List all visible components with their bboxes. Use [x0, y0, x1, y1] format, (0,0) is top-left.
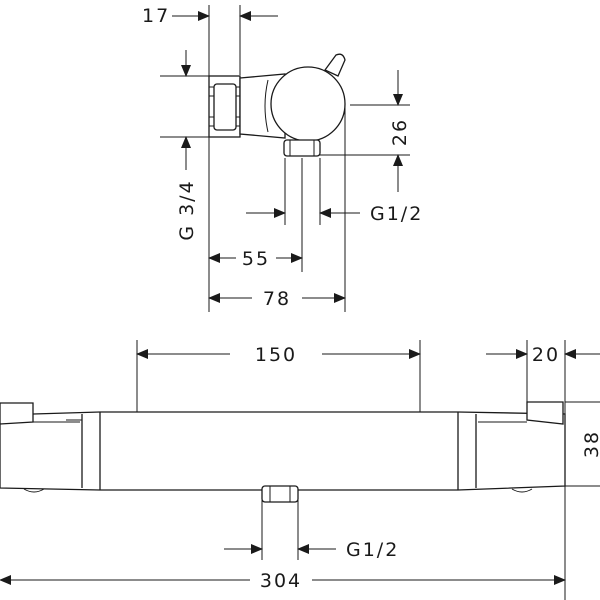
dim-g12-bottom-label: G1/2 — [346, 539, 399, 561]
dim-55-label: 55 — [242, 248, 270, 270]
front-view: 150 20 38 G1/2 304 — [0, 340, 600, 600]
thermostat-handle — [270, 66, 346, 142]
mixer-bar — [0, 411, 566, 491]
dim-38-label: 38 — [581, 430, 600, 458]
dim-304-label: 304 — [260, 570, 302, 592]
left-end-cap — [0, 402, 34, 425]
bottom-outlet — [261, 485, 299, 503]
dim-78-label: 78 — [263, 288, 291, 310]
dim-g34-label: G 3/4 — [176, 179, 198, 240]
dim-g12-top-label: G1/2 — [370, 203, 423, 225]
dim-150-label: 150 — [255, 344, 297, 366]
outlet-fitting — [283, 139, 321, 157]
dim-26-label: 26 — [389, 118, 411, 146]
side-view: 17 26 G 3/4 G1/2 55 78 — [142, 5, 423, 312]
dim-20-label: 20 — [532, 344, 560, 366]
dim-17-label: 17 — [142, 5, 170, 27]
right-end-cap — [526, 401, 564, 425]
